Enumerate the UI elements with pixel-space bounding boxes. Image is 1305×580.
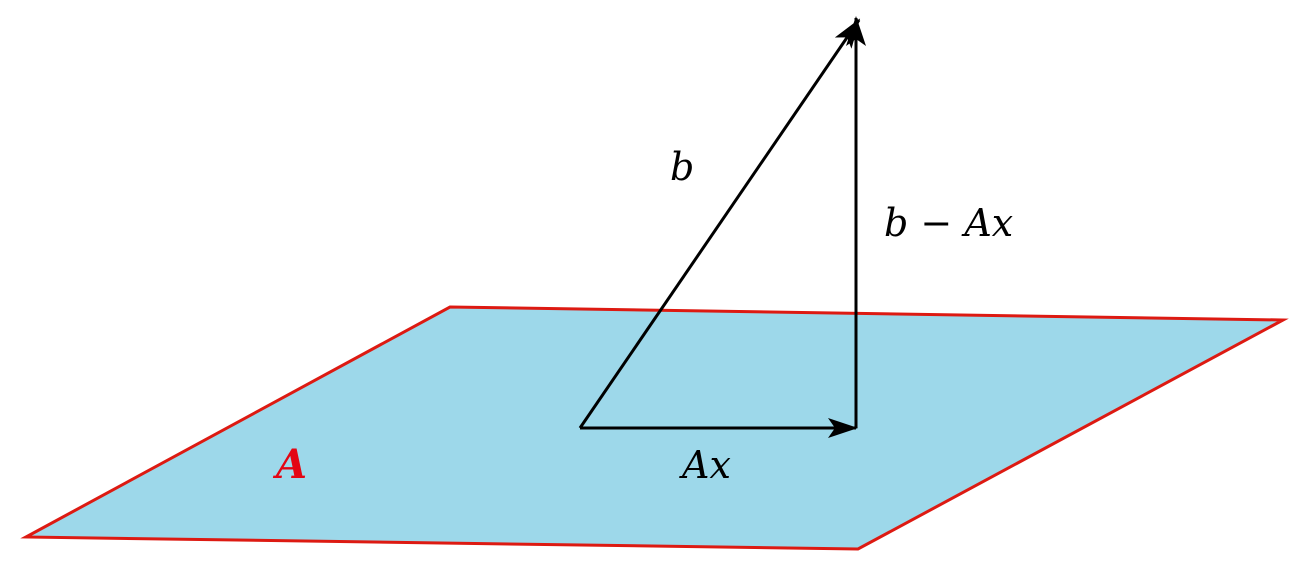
vector-b-arrow [578, 18, 861, 429]
label-b-minus-ax: b − Ax [884, 201, 1013, 245]
label-ax: Ax [679, 443, 731, 487]
label-b: b [670, 145, 694, 189]
plane-label-A: A [272, 441, 307, 488]
